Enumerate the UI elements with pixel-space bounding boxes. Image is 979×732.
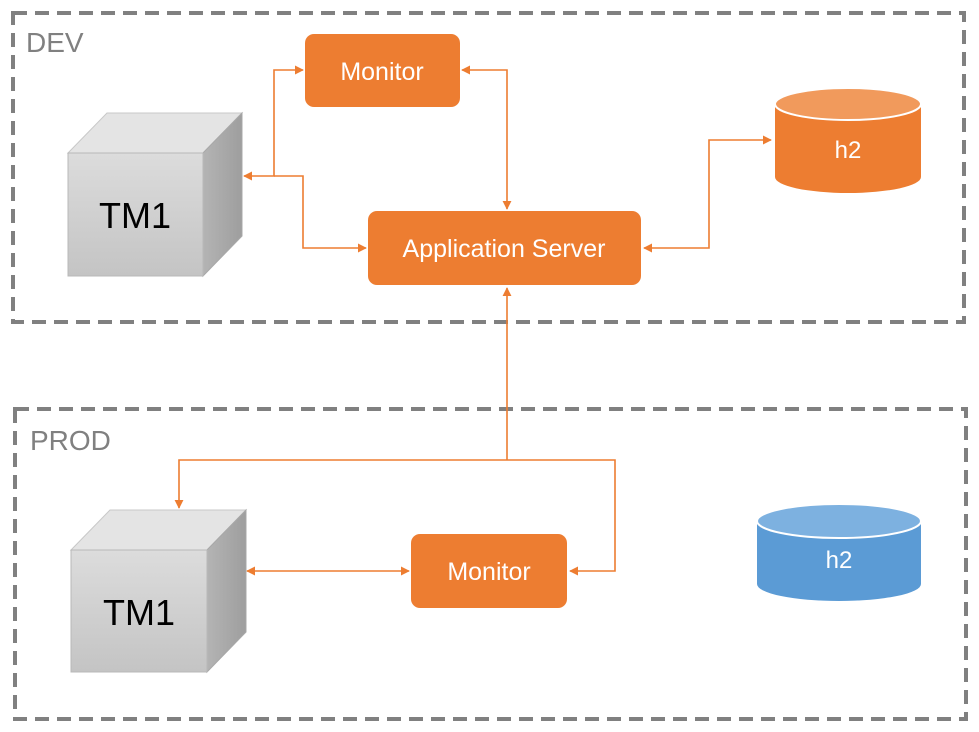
dev-zone xyxy=(11,11,966,324)
link-prod-monitor xyxy=(507,459,616,576)
dev-zone-label: DEV xyxy=(26,27,84,58)
dev-h2-database: h2 xyxy=(774,87,922,193)
link-monitor-appserver-dev xyxy=(461,65,512,210)
app-server-label: Application Server xyxy=(403,235,606,263)
dev-monitor-label: Monitor xyxy=(340,58,423,86)
prod-zone xyxy=(13,407,968,721)
prod-monitor-node: Monitor xyxy=(411,534,567,608)
link-tm1-appserver-dev xyxy=(274,175,367,253)
prod-monitor-label: Monitor xyxy=(447,558,530,586)
prod-tm1-cube: TM1 xyxy=(69,508,248,674)
dev-h2-label: h2 xyxy=(835,137,862,164)
prod-h2-database: h2 xyxy=(756,503,922,601)
prod-zone-label: PROD xyxy=(30,425,111,456)
prod-h2-label: h2 xyxy=(826,547,853,574)
app-server-node: Application Server xyxy=(368,211,641,285)
dev-monitor-node: Monitor xyxy=(305,34,460,107)
prod-tm1-label: TM1 xyxy=(103,592,175,633)
dev-tm1-label: TM1 xyxy=(99,195,171,236)
link-prod-tm1 xyxy=(174,459,507,509)
dev-tm1-cube: TM1 xyxy=(66,111,244,278)
link-monitor-tm1-dev xyxy=(243,65,304,181)
link-appserver-h2-dev xyxy=(643,135,772,253)
